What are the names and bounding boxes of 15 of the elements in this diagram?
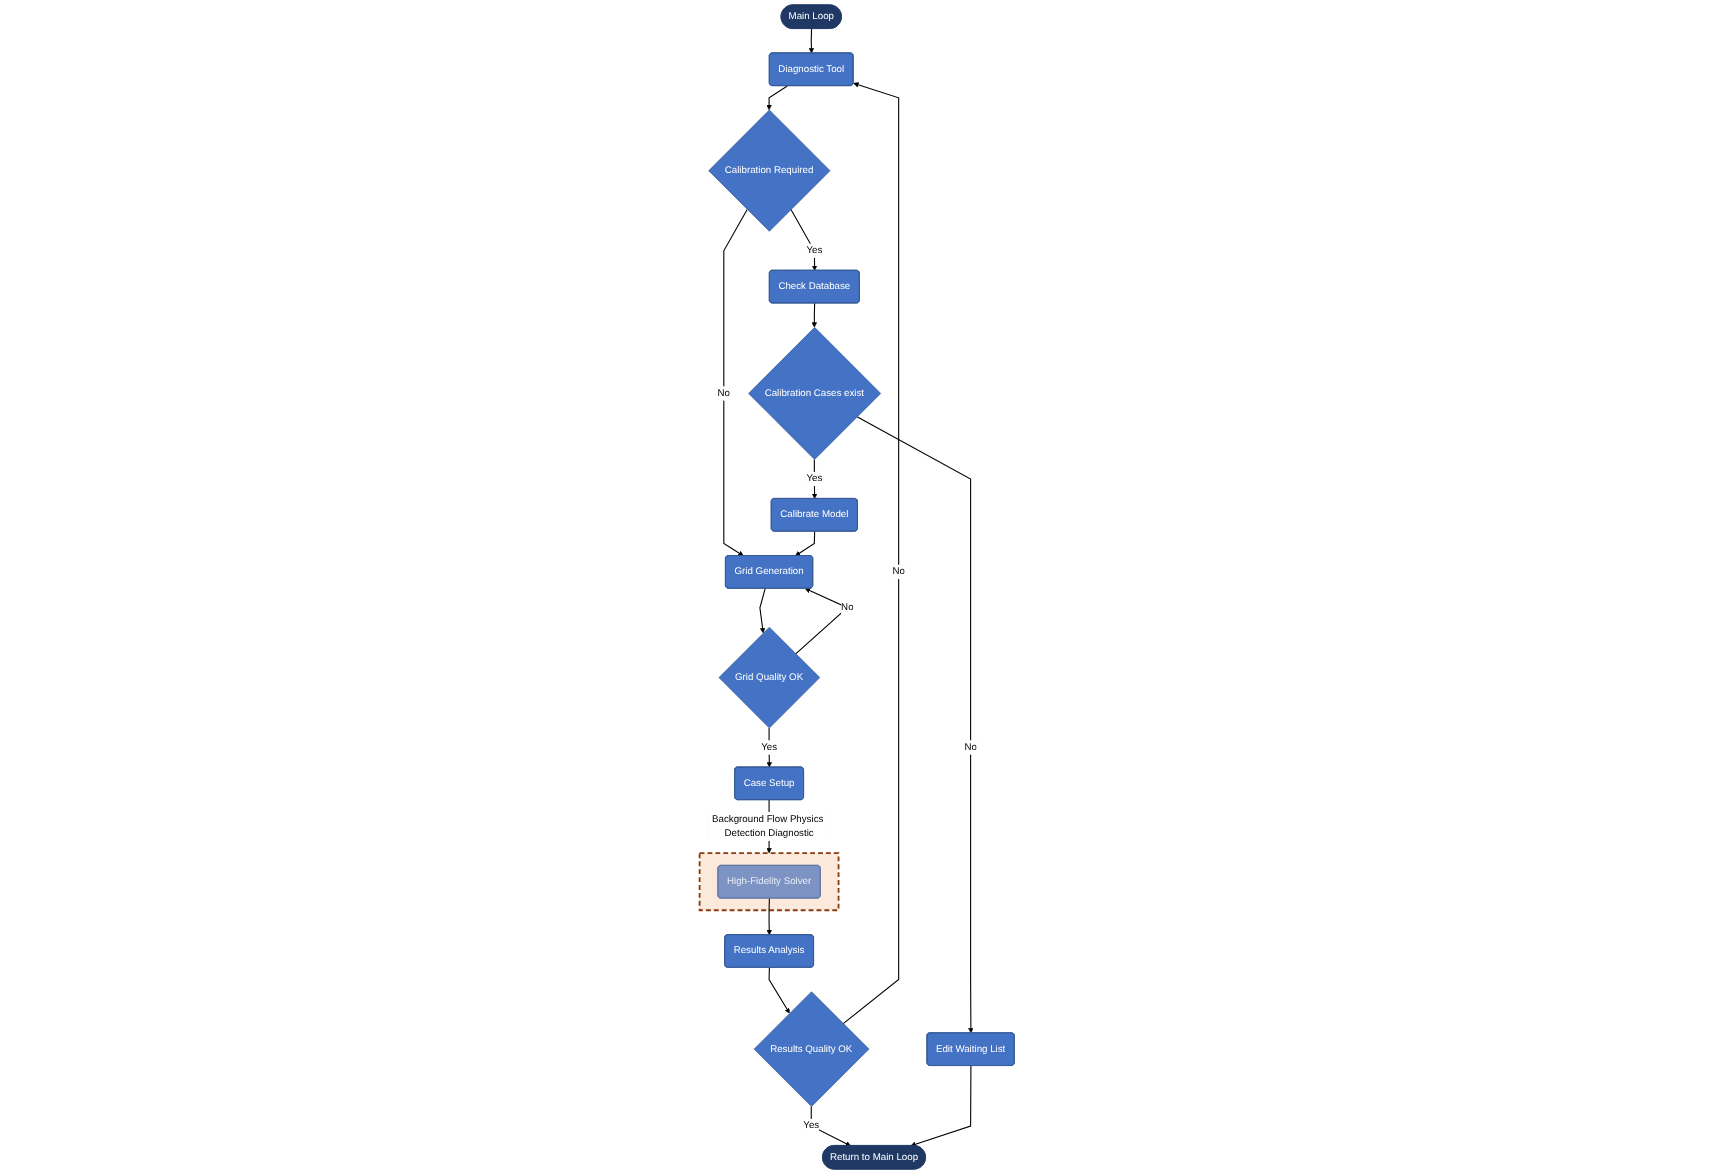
arrow <box>790 208 818 271</box>
arrow <box>768 967 790 1014</box>
arrow <box>811 459 818 499</box>
arrow <box>842 82 900 1025</box>
arrow <box>808 28 815 54</box>
arrow <box>723 208 748 557</box>
cluster <box>698 852 840 912</box>
arrow <box>766 85 788 111</box>
arrow <box>910 1065 972 1147</box>
arrow <box>759 588 766 634</box>
arrow <box>810 1106 851 1146</box>
arrow <box>856 416 974 1034</box>
arrow <box>795 530 816 557</box>
arrow <box>811 302 817 328</box>
arrow <box>766 897 772 936</box>
